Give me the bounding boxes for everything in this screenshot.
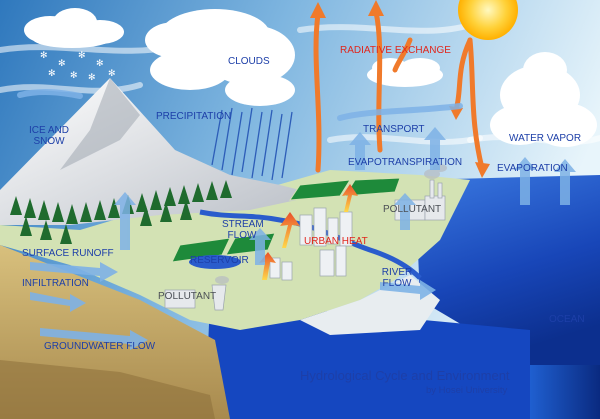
label-stream-flow: STREAM FLOW [222, 219, 264, 241]
mountain [0, 78, 320, 225]
label-river-flow: RIVER FLOW [378, 267, 416, 289]
transport-arrows [17, 89, 463, 121]
label-evapotranspiration: EVAPOTRANSPIRATION [348, 157, 463, 168]
label-river: RIVER [381, 267, 413, 278]
cloud-center [145, 9, 295, 106]
reservoir-water [189, 255, 241, 269]
svg-text:✻: ✻ [88, 73, 96, 83]
label-infiltration: INFILTRATION [22, 278, 89, 289]
label-pollutant-right: POLLUTANT [383, 204, 442, 215]
label-reservoir: RESERVOIR [190, 255, 249, 266]
cloud-right [490, 52, 597, 147]
label-pollutant-left: POLLUTANT [158, 291, 217, 302]
label-water-vapor: WATER VAPOR [509, 133, 582, 144]
city [269, 207, 353, 281]
snowflakes: ✻✻✻ ✻✻✻ ✻✻ [40, 51, 116, 83]
cloud-top-left [24, 8, 124, 48]
label-evaporation: EVAPORATION [497, 163, 568, 174]
fields [171, 177, 401, 263]
forest [10, 180, 232, 244]
flow-arrows [30, 262, 436, 350]
label-urban-heat: URBAN HEAT [304, 236, 368, 247]
svg-text:✻: ✻ [40, 51, 48, 61]
label-snow: SNOW [33, 136, 65, 147]
diagram-subtitle: by Hosei University [426, 385, 508, 396]
svg-text:✻: ✻ [48, 69, 56, 79]
svg-text:✻: ✻ [108, 69, 116, 79]
label-flow: FLOW [227, 230, 257, 241]
vapor-arrows [114, 127, 576, 265]
label-surface-runoff: SURFACE RUNOFF [22, 248, 114, 259]
ocean-cross-section [205, 300, 530, 419]
diagram-title: Hydrological Cycle and Environment [300, 368, 510, 383]
label-clouds: CLOUDS [228, 56, 270, 67]
label-stream: STREAM [222, 219, 264, 230]
label-ice-and-snow: ICE AND SNOW [28, 125, 70, 147]
ocean-surface [415, 175, 600, 365]
label-ice-and: ICE AND [28, 125, 69, 136]
deep-soil [0, 360, 215, 419]
mountain-shadow [60, 78, 140, 170]
label-ocean: OCEAN [549, 314, 585, 325]
label-river-flow-text: FLOW [382, 278, 412, 289]
rain-lines [211, 107, 293, 181]
label-groundwater-flow: GROUNDWATER FLOW [44, 341, 156, 352]
sun [458, 0, 518, 40]
label-radiative-exchange: RADIATIVE EXCHANGE [340, 45, 451, 56]
svg-text:✻: ✻ [70, 71, 78, 81]
factory-left [164, 284, 227, 311]
svg-text:✻: ✻ [58, 59, 66, 69]
svg-text:✻: ✻ [96, 59, 104, 69]
label-transport: TRANSPORT [363, 124, 425, 135]
label-precipitation: PRECIPITATION [156, 111, 232, 122]
ocean-front [530, 365, 600, 419]
svg-text:✻: ✻ [78, 51, 86, 61]
